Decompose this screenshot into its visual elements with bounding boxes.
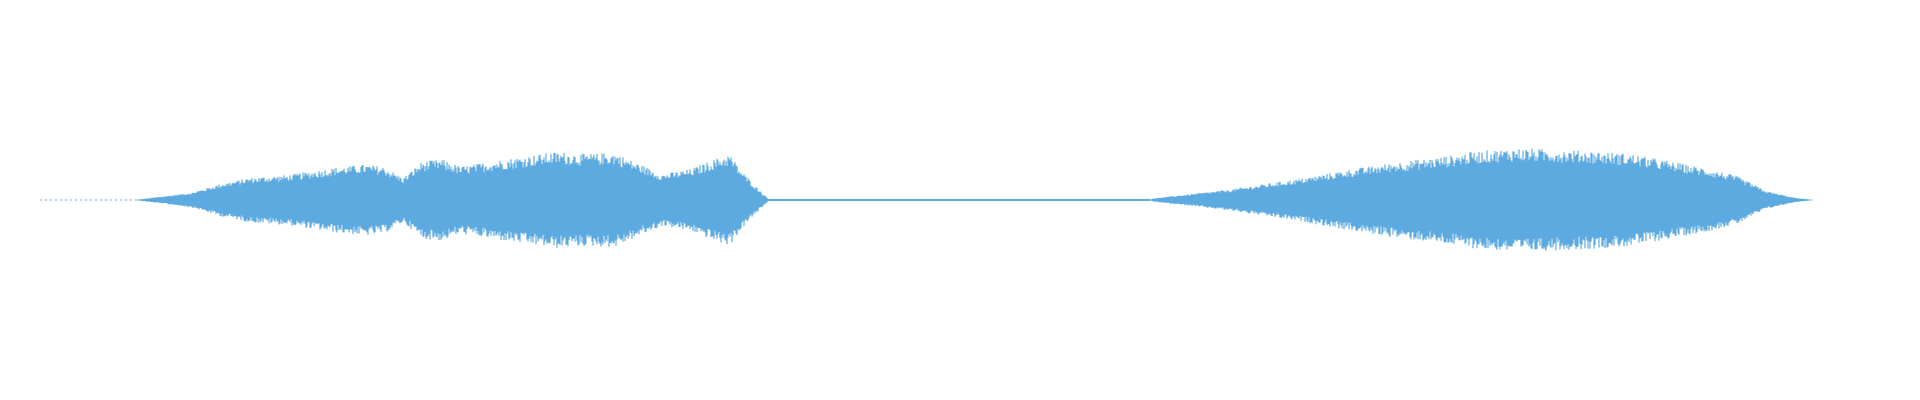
waveform-burst-1	[134, 152, 769, 248]
waveform-burst-2	[1151, 148, 1814, 251]
